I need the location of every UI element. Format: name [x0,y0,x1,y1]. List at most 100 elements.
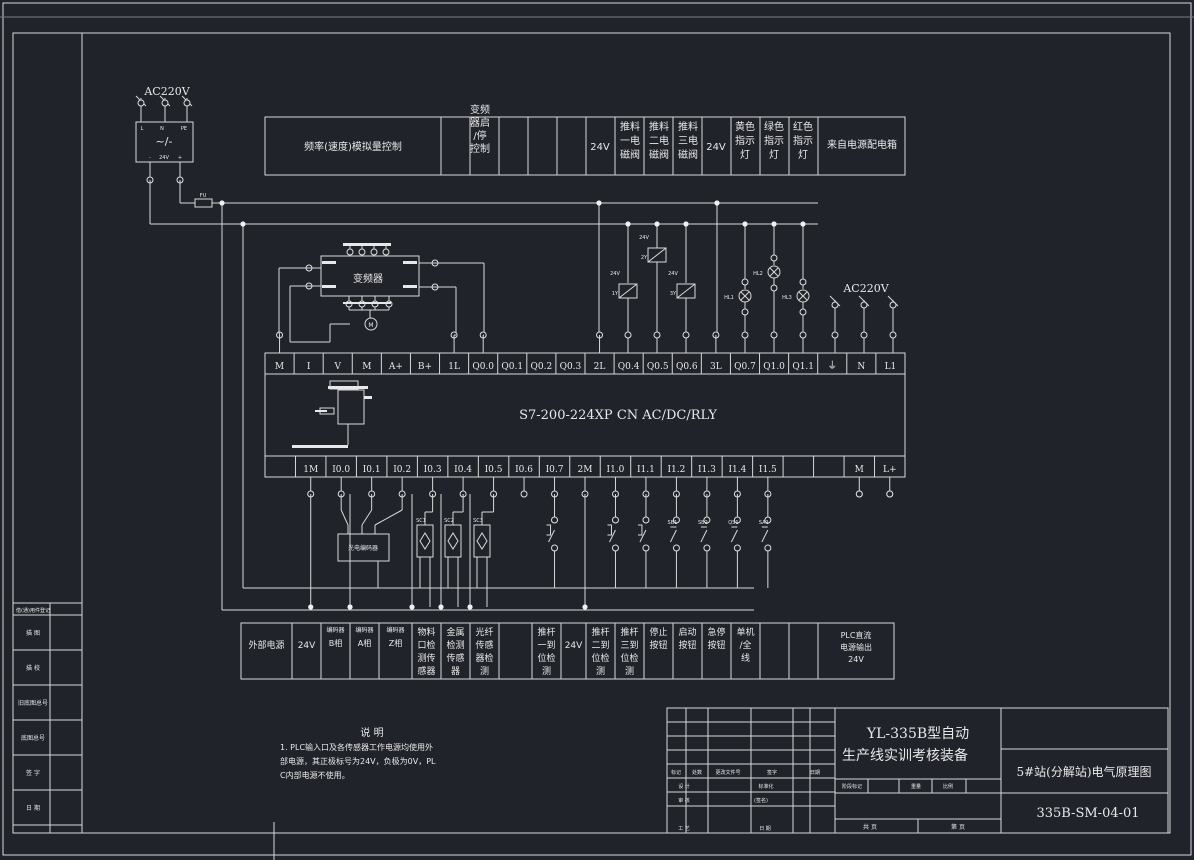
terminal-node [358,248,366,256]
cell-text: /停 [473,129,486,142]
side-block-text: 签 字 [26,769,40,777]
plc-top-term: ⏚ [827,360,837,372]
cell-text: 24V [298,641,316,651]
plc-bottom-term: I0.3 [424,465,442,475]
terminal-node [672,516,680,524]
plc-top-term: Q0.4 [618,362,640,372]
project-title: YL-335B型自动 [866,726,969,742]
plc-bottom-term: M [855,465,864,475]
cell-text: 测 [596,666,605,677]
coil-slash [618,283,638,299]
ac-out-label: AC220V [842,282,889,295]
cell-text: 绿色 [764,120,784,133]
plc-top-term: 3L [710,362,722,372]
terminal-node [624,331,632,339]
lamp-x [740,291,750,301]
cell-text: 按钮 [707,639,725,651]
fuse [194,198,213,208]
junction-dot [582,604,588,610]
cell-text: 测传 [417,652,435,664]
cell-text: 磁阀 [649,148,669,161]
terminal-node [831,301,839,309]
drawing-title: 5#站(分解站)电气原理图 [1016,764,1151,779]
cell-text: B相 [329,638,343,648]
terminal-node [860,331,868,339]
side-block-text: 日 期 [26,804,40,812]
sensor-label: SC3 [473,518,483,524]
terminal-node [889,331,897,339]
notes-line: C内部电源不使用。 [280,770,350,780]
plc-logo-body [337,389,365,425]
cell-text: 急停 [707,626,725,638]
notes-line: 1. PLC输入口及各传感器工作电源均使用外 [280,742,433,752]
cell-text: 推料 [678,120,698,133]
cell-text: 停止 [649,626,667,638]
plc-top-term: Q1.1 [792,362,814,372]
cell-text: 位检 [620,652,638,664]
cell-text: 磁阀 [678,148,698,161]
cell-text: 按钮 [678,639,696,651]
terminal-node [672,544,680,552]
tb-text: 工 艺 [678,826,690,832]
vfd-box [320,255,420,297]
terminal-node [855,490,863,498]
side-block-text: 旧底图总号 [18,699,48,707]
plc-top-term: Q0.5 [647,362,669,372]
coil-label: 3Y [670,291,677,297]
limit-switch [607,524,612,536]
junction-dot [683,221,689,227]
tb-text: 标记 [671,769,681,776]
plc-bottom-term: I1.3 [698,465,716,475]
plc-bottom-term: I1.4 [728,465,746,475]
tb-text: 共 页 [863,823,877,831]
terminal-node [520,490,528,498]
plc-bottom-term: 1M [303,465,318,475]
cell-text: /全 [739,639,751,651]
coil-term: 24V [668,271,678,277]
coil-slash [647,247,667,263]
cell-text: A相 [358,638,371,648]
cell-text: 外部电源 [248,639,284,651]
top-table [264,116,906,176]
drawing-number: 335B-SM-04-01 [1036,806,1139,821]
terminal-node [764,544,772,552]
tb-text: 处数 [692,769,702,776]
switch-slash [887,295,899,307]
button-label: SB1 [668,520,678,526]
fuse-label: FU [200,193,207,199]
cell-text: 24V [590,142,610,153]
project-title: 生产线实训考核装备 [842,747,968,764]
vfd-pin-bar [322,285,336,288]
cell-text: 编码器 [355,626,373,634]
sensor [416,524,434,558]
side-block-text: 底图总号 [21,734,45,742]
terminal-node [161,99,169,107]
junction-dot [771,221,777,227]
psu-box [135,121,194,163]
wire [340,509,349,526]
terminal-node [703,544,711,552]
junction-dot [308,604,314,610]
cell-text: 线 [741,652,750,664]
plc-bottom-term: I0.0 [332,465,350,475]
cell-text: 单机 [736,626,754,638]
switch-contact [639,529,647,543]
cell-text: 灯 [740,149,750,161]
plc-top-term: 2L [594,362,606,372]
tb-text: 设 计 [678,783,690,790]
cell-text: 三到 [620,639,638,651]
cell-text: 按钮 [649,639,667,651]
plc-logo-bar [315,410,327,412]
cell-text: 二到 [591,639,609,651]
terminal-node [370,248,378,256]
sensor-diamond [447,532,459,550]
junction-dot [625,221,631,227]
terminal-node [860,301,868,309]
plc-bottom-term: I0.7 [546,465,564,475]
side-block-text: 借(通)用件登记 [16,607,50,614]
notes-line: 部电源，其正极标号为24V，负极为0V，PL [280,756,436,766]
cell-text: 频率(速度)模拟量控制 [304,140,402,153]
cell-text: 位检 [591,652,609,664]
cell-text: 感器 [417,665,435,677]
